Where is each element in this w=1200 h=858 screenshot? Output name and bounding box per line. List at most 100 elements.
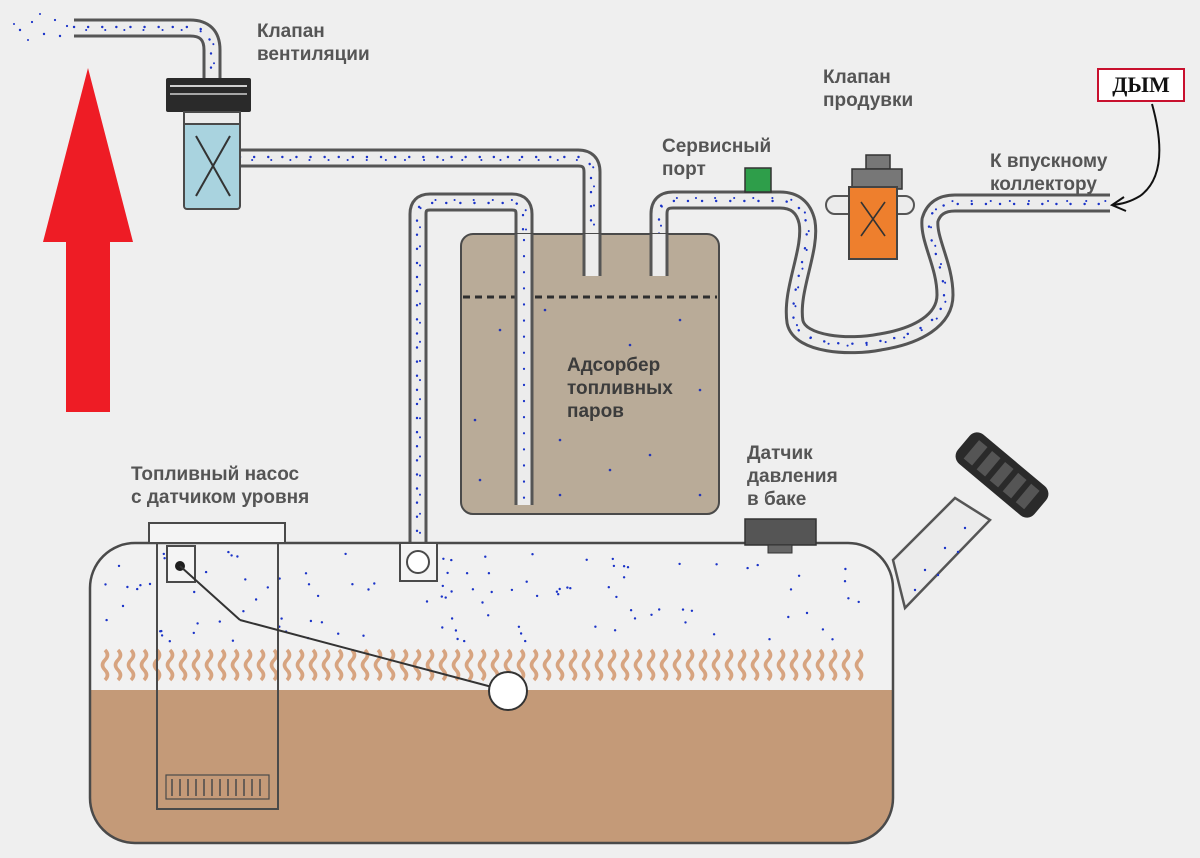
vapor-dot bbox=[441, 584, 444, 588]
vapor-dot bbox=[148, 582, 152, 586]
vapor-wave bbox=[633, 648, 643, 682]
vapor-dot bbox=[746, 566, 749, 570]
vapor-wave bbox=[243, 648, 253, 682]
adsorber-label-line3: паров bbox=[567, 401, 624, 422]
vapor-dot bbox=[484, 555, 487, 558]
smoke-label: ДЫМ bbox=[1097, 68, 1185, 102]
vent-valve-label-line2: вентиляции bbox=[257, 44, 370, 65]
vapor-dot bbox=[857, 600, 860, 604]
vapor-wave bbox=[529, 648, 539, 682]
vapor-dot bbox=[159, 630, 162, 633]
vapor-dot bbox=[373, 582, 376, 585]
intake-label-line2: коллектору bbox=[990, 174, 1097, 195]
vapor-wave bbox=[373, 648, 383, 682]
vapor-wave bbox=[750, 648, 760, 682]
vapor-dot bbox=[787, 615, 790, 619]
vapor-wave bbox=[321, 648, 331, 682]
vapor-wave bbox=[308, 648, 318, 682]
vapor-dot bbox=[843, 580, 847, 583]
vapor-dot bbox=[344, 552, 347, 556]
up-arrow-icon bbox=[43, 68, 133, 412]
vapor-dot bbox=[463, 639, 466, 643]
adsorber-label-line1: Адсорбер bbox=[567, 355, 661, 376]
vent-valve-label: Клапан вентиляции bbox=[257, 20, 370, 66]
vapor-dot bbox=[136, 587, 139, 591]
vapor-wave bbox=[152, 648, 162, 682]
vapor-dot bbox=[831, 638, 834, 641]
vapor-dot bbox=[557, 593, 560, 596]
vapor-dot bbox=[362, 634, 365, 637]
vapor-wave bbox=[334, 648, 344, 682]
vapor-dot bbox=[121, 604, 125, 608]
vapor-wave bbox=[282, 648, 292, 682]
vapor-dot bbox=[658, 608, 661, 611]
vapor-dot bbox=[254, 598, 258, 601]
vapor-dot bbox=[444, 596, 447, 599]
vapor-wave bbox=[620, 648, 630, 682]
vapor-dot bbox=[612, 564, 616, 568]
vapor-dot bbox=[487, 614, 490, 617]
vapor-dot bbox=[231, 639, 235, 642]
vapor-dot bbox=[441, 626, 444, 629]
vapor-dot bbox=[105, 618, 108, 622]
float-icon bbox=[179, 565, 528, 711]
fuel-pump-label-line1: Топливный насос bbox=[131, 464, 300, 485]
vapor-dot bbox=[712, 633, 716, 636]
vapor-dot bbox=[844, 567, 847, 571]
tank-dots bbox=[104, 550, 860, 643]
vapor-dot bbox=[236, 555, 239, 558]
vapor-dot bbox=[768, 638, 771, 641]
vapor-wave bbox=[204, 648, 214, 682]
vapor-wave bbox=[412, 648, 422, 682]
vapor-dot bbox=[442, 557, 445, 560]
vapor-dot bbox=[242, 610, 245, 613]
vapor-wave bbox=[347, 648, 357, 682]
vapor-dot bbox=[204, 570, 208, 574]
vapor-wave bbox=[360, 648, 370, 682]
vapor-dot bbox=[629, 609, 633, 612]
vapor-wave bbox=[815, 648, 825, 682]
filler-neck bbox=[891, 496, 992, 611]
vapor-dot bbox=[622, 576, 626, 579]
vapor-dot bbox=[569, 587, 572, 590]
vapor-dot bbox=[555, 590, 559, 593]
vapor-dot bbox=[535, 594, 539, 598]
vapor-dot bbox=[162, 552, 165, 556]
vapor-dot bbox=[230, 554, 233, 557]
vapor-wave bbox=[646, 648, 656, 682]
vapor-dot bbox=[450, 558, 453, 562]
vapor-dot bbox=[425, 600, 429, 603]
vapor-dot bbox=[585, 558, 588, 561]
vapor-dot bbox=[519, 632, 523, 635]
vapor-dot bbox=[611, 557, 614, 561]
smoke-arrow bbox=[1109, 103, 1161, 212]
solenoid-valve-icon bbox=[825, 154, 915, 260]
vapor-dot bbox=[126, 585, 129, 589]
vapor-wave bbox=[854, 648, 864, 682]
vapor-dot bbox=[280, 617, 283, 620]
filler-cap-icon bbox=[955, 432, 1049, 518]
purge-valve-label-line2: продувки bbox=[823, 90, 914, 111]
vapor-dot bbox=[454, 629, 458, 632]
vapor-wave bbox=[217, 648, 227, 682]
vapor-dot bbox=[558, 587, 561, 591]
vapor-dot bbox=[690, 609, 694, 612]
vapor-dot bbox=[307, 583, 311, 586]
vapor-dot bbox=[650, 613, 653, 616]
vapor-wave bbox=[516, 648, 526, 682]
service-port-label-line2: порт bbox=[662, 159, 706, 180]
vapor-dot bbox=[471, 588, 475, 591]
vapor-dot bbox=[613, 629, 617, 632]
vapor-dot bbox=[805, 611, 809, 615]
vapor-wave bbox=[451, 648, 461, 682]
vapor-dot bbox=[487, 572, 491, 575]
vapor-wave bbox=[594, 648, 604, 682]
vapor-wave bbox=[100, 648, 110, 682]
vapor-dot bbox=[517, 625, 521, 628]
vapor-dot bbox=[615, 595, 618, 599]
vapor-dot bbox=[797, 574, 801, 577]
vapor-waves bbox=[100, 648, 864, 682]
vapor-dot bbox=[531, 553, 534, 556]
